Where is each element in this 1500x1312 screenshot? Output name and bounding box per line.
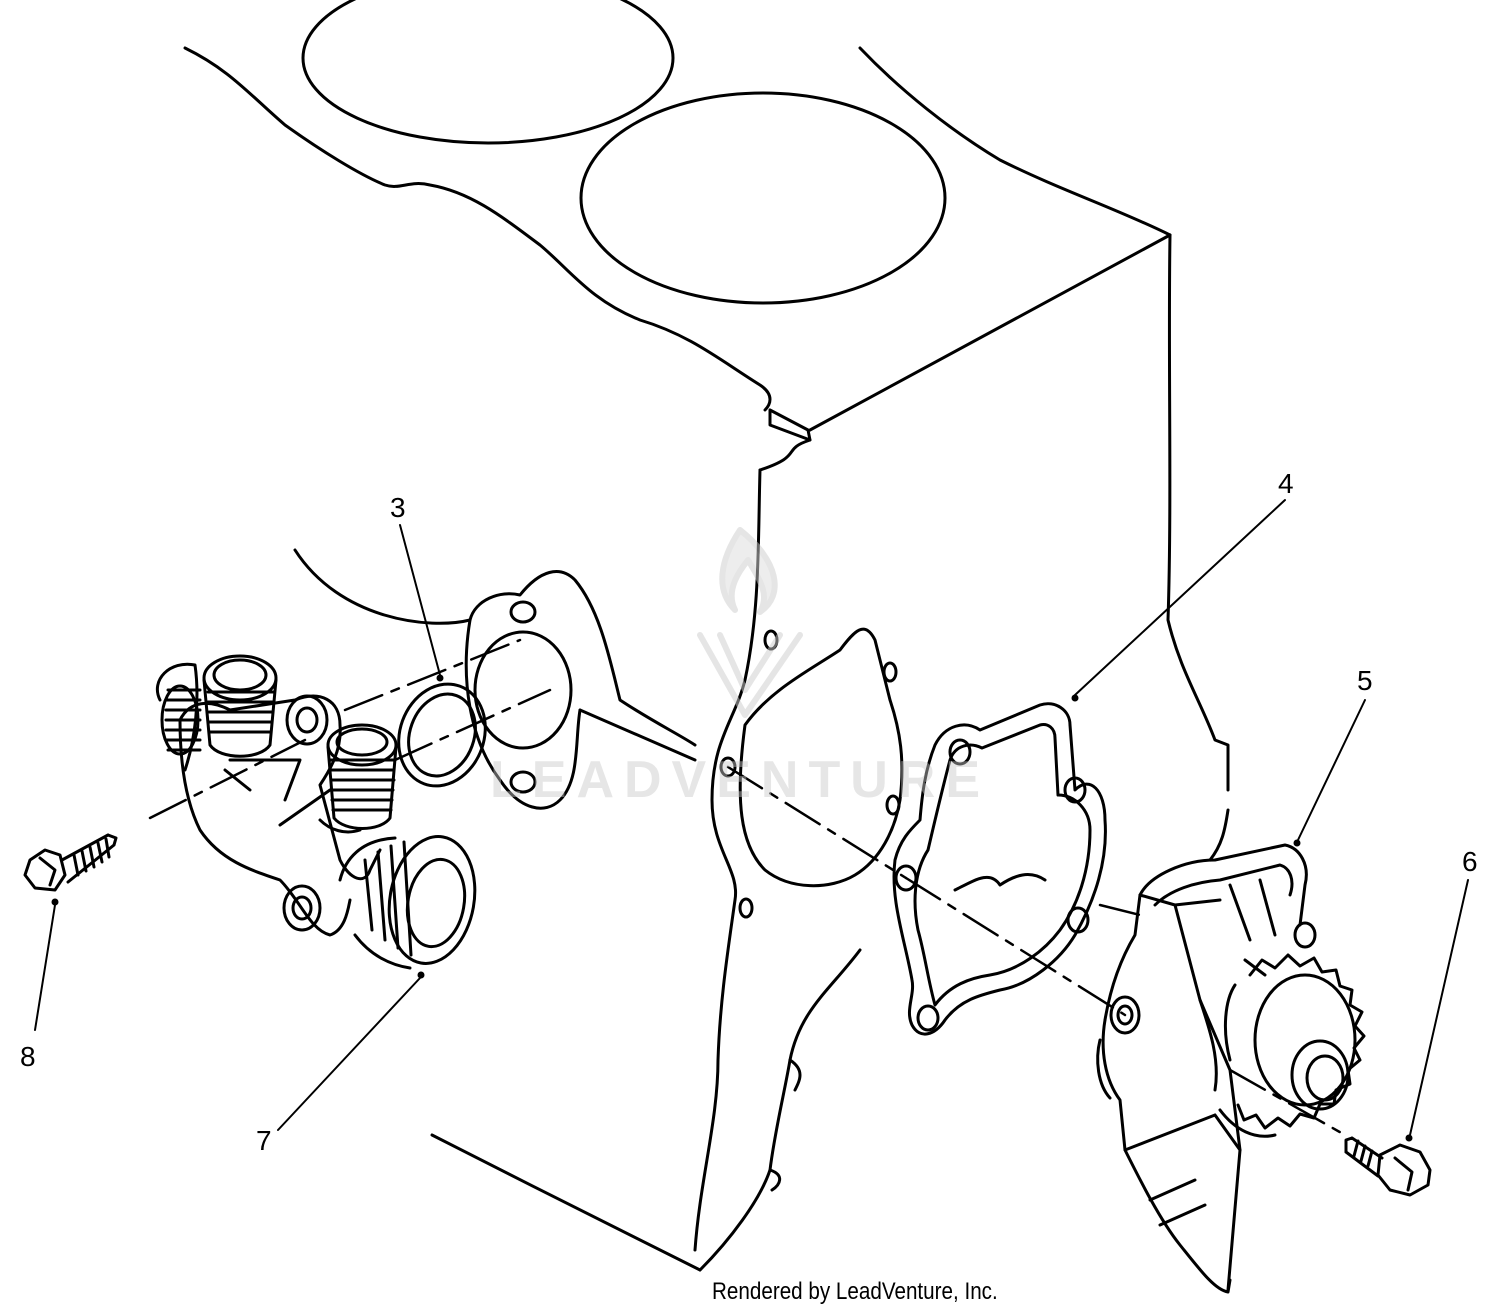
callout-3: 3 <box>390 492 406 523</box>
leader-4 <box>1074 499 1286 696</box>
leader-3 <box>399 524 441 676</box>
leader-5 <box>1297 699 1366 841</box>
leader-6 <box>1409 879 1469 1136</box>
seal-ring <box>397 682 487 788</box>
callout-5: 5 <box>1357 665 1373 696</box>
watermark-text: LEADVENTURE <box>490 751 991 809</box>
callout-7: 7 <box>256 1125 272 1156</box>
leader-8 <box>34 904 56 1031</box>
leader-lines <box>34 499 1469 1142</box>
outlet-housing <box>156 654 477 970</box>
watermark-logo-icon <box>697 527 803 718</box>
water-pump-gasket <box>892 702 1107 1036</box>
water-pump <box>1096 843 1366 1294</box>
callout-4: 4 <box>1278 468 1294 499</box>
capscrew-right <box>1344 1136 1432 1197</box>
capscrew-left <box>23 833 118 892</box>
callout-8: 8 <box>20 1041 36 1072</box>
assembly-lines <box>148 638 1347 1137</box>
callout-6: 6 <box>1462 846 1478 877</box>
footer-credit: Rendered by LeadVenture, Inc. <box>712 1278 998 1305</box>
leader-7 <box>277 977 421 1131</box>
engine-block <box>183 0 1230 1272</box>
